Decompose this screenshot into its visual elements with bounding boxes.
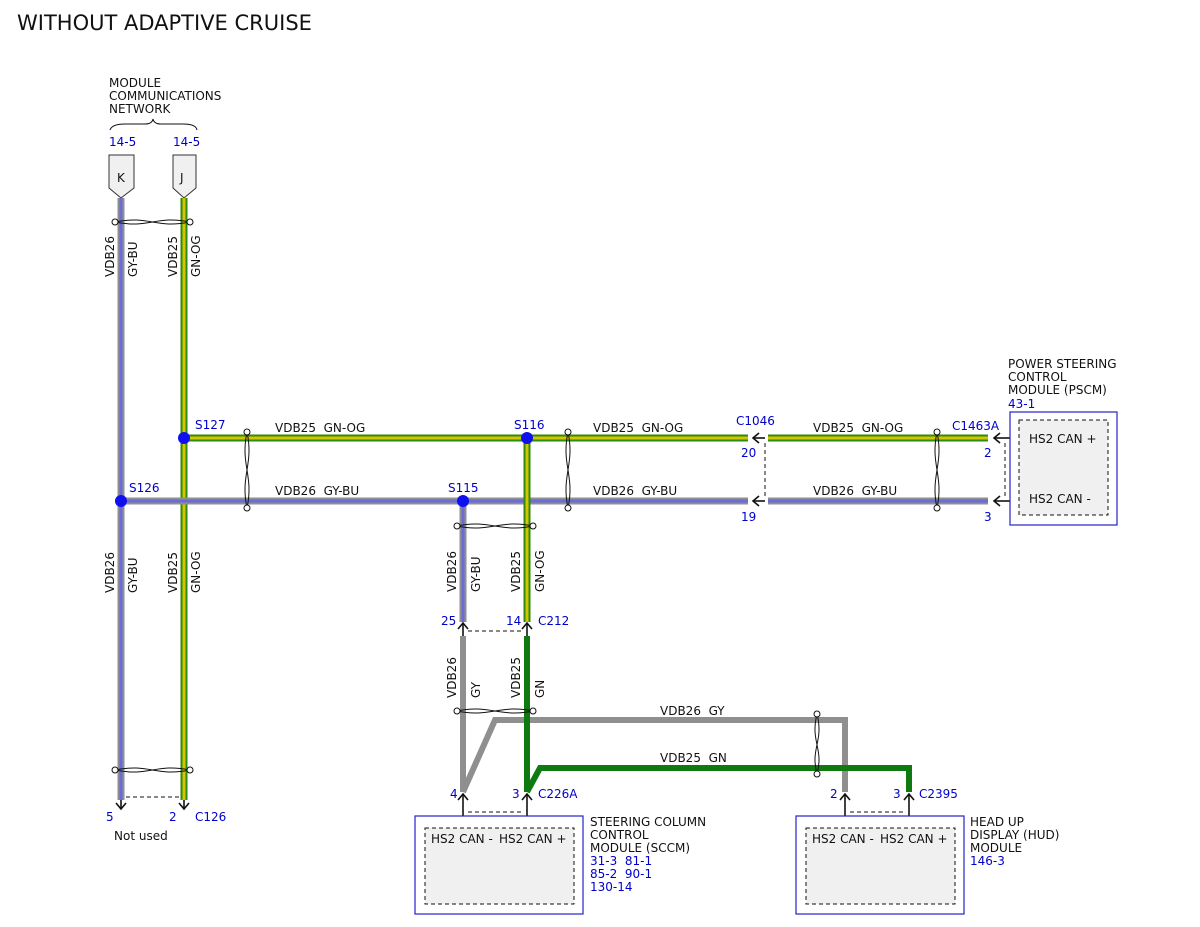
twist-c212-bottom — [456, 708, 534, 714]
twist-h-3 — [934, 431, 940, 509]
pscm-name-3: MODULE (PSCM) — [1008, 383, 1107, 397]
network-label-line-1: MODULE — [109, 76, 161, 90]
splice-s126 — [115, 495, 127, 507]
vlabel-vdb26-mid: VDB26 — [103, 552, 117, 593]
pin-j-shape — [172, 154, 197, 199]
splice-s116-label: S116 — [514, 418, 545, 432]
wire-label-vdb25-3: VDB25 GN-OG — [813, 421, 903, 435]
sccm-ref-1: 31-3 81-1 — [590, 854, 652, 868]
connector-c226a: C226A — [538, 787, 578, 801]
vlabel-gnog-top: GN-OG — [189, 235, 203, 277]
vlabel-gnog-s116: GN-OG — [533, 550, 547, 592]
twist-h-1 — [244, 431, 250, 509]
vlabel-gybu-mid: GY-BU — [126, 557, 140, 593]
sccm-inner — [424, 827, 575, 905]
pin-c1463a-gy: 3 — [984, 510, 992, 524]
network-ref-j: 14-5 — [173, 135, 200, 149]
pin-c126-gy: 5 — [106, 810, 114, 824]
vlabel-gy-lower: GY — [469, 681, 483, 698]
connector-c2395: C2395 — [919, 787, 958, 801]
sccm-ref-3: 130-14 — [590, 880, 633, 894]
hud-pin-minus: HS2 CAN - — [812, 832, 874, 846]
pin-c226a-gy: 4 — [450, 787, 458, 801]
connector-c126: C126 — [195, 810, 226, 824]
pin-c212-gn: 14 — [506, 614, 521, 628]
pscm-pin-plus: HS2 CAN + — [1029, 432, 1097, 446]
twist-bottom-left — [114, 767, 191, 773]
vlabel-vdb26-top: VDB26 — [103, 236, 117, 277]
twisted-pair-markers — [111, 218, 941, 778]
vlabel-gybu-s115: GY-BU — [469, 556, 483, 592]
wire-label-vdb25-1: VDB25 GN-OG — [275, 421, 365, 435]
hud-inner — [805, 827, 956, 905]
network-label-line-2: COMMUNICATIONS — [109, 89, 221, 103]
splice-s127 — [178, 432, 190, 444]
vlabel-vdb26-s115: VDB26 — [445, 551, 459, 592]
wire-label-vdb26-2: VDB26 GY-BU — [593, 484, 677, 498]
sccm-pin-minus: HS2 CAN - — [431, 832, 493, 846]
connector-c212: C212 — [538, 614, 569, 628]
vlabel-vdb25-lower: VDB25 — [509, 657, 523, 698]
sccm-pin-plus: HS2 CAN + — [499, 832, 567, 846]
network-label-line-3: NETWORK — [109, 102, 172, 116]
hud-name-1: HEAD UP — [970, 815, 1024, 829]
pin-c1046-gy: 19 — [741, 510, 756, 524]
vlabel-vdb25-s116: VDB25 — [509, 551, 523, 592]
pscm-inner — [1018, 419, 1109, 516]
wire-label-vdb26-3: VDB26 GY-BU — [813, 484, 897, 498]
pin-k-shape — [108, 154, 135, 199]
sccm-name-2: CONTROL — [590, 828, 649, 842]
sccm-name-1: STEERING COLUMN — [590, 815, 706, 829]
vlabel-vdb25-top: VDB25 — [166, 236, 180, 277]
connector-c1463a: C1463A — [952, 419, 1000, 433]
hud-pin-plus: HS2 CAN + — [880, 832, 948, 846]
connector-c1046: C1046 — [736, 414, 775, 428]
wire-vdb26-gy-hud — [460, 717, 848, 794]
hud-ref: 146-3 — [970, 854, 1005, 868]
wire-label-vdb25-gn: VDB25 GN — [660, 751, 727, 765]
vlabel-gnog-mid: GN-OG — [189, 551, 203, 593]
twist-h-2 — [565, 431, 571, 509]
pin-c226a-gn: 3 — [512, 787, 520, 801]
wire-vdb25-gn-hud — [524, 765, 912, 794]
pscm-name-2: CONTROL — [1008, 370, 1067, 384]
sccm-ref-2: 85-2 90-1 — [590, 867, 652, 881]
pin-j-label: J — [179, 171, 184, 185]
twist-hud — [814, 713, 820, 775]
pin-c1046-gn: 20 — [741, 446, 756, 460]
pin-c1463a-gn: 2 — [984, 446, 992, 460]
splice-s115 — [457, 495, 469, 507]
network-brace — [109, 118, 198, 131]
network-ref-k: 14-5 — [109, 135, 136, 149]
vlabel-gn-lower: GN — [533, 680, 547, 698]
splice-s126-label: S126 — [129, 481, 160, 495]
diagram-title: WITHOUT ADAPTIVE CRUISE — [17, 11, 312, 35]
wire-label-vdb25-2: VDB25 GN-OG — [593, 421, 683, 435]
vlabel-vdb26-lower: VDB26 — [445, 657, 459, 698]
splice-s127-label: S127 — [195, 418, 226, 432]
twist-c212-top — [456, 523, 534, 529]
pscm-pin-minus: HS2 CAN - — [1029, 492, 1091, 506]
splice-s115-label: S115 — [448, 481, 479, 495]
pin-c2395-gn: 3 — [893, 787, 901, 801]
hud-name-3: MODULE — [970, 841, 1022, 855]
hud-name-2: DISPLAY (HUD) — [970, 828, 1059, 842]
pscm-name-1: POWER STEERING — [1008, 357, 1117, 371]
pin-c126-gn: 2 — [169, 810, 177, 824]
pin-k-label: K — [117, 171, 126, 185]
vlabel-gybu-top: GY-BU — [126, 241, 140, 277]
sccm-name-3: MODULE (SCCM) — [590, 841, 690, 855]
vlabel-vdb25-mid: VDB25 — [166, 552, 180, 593]
wire-label-vdb26-1: VDB26 GY-BU — [275, 484, 359, 498]
connector-dashes — [126, 443, 1006, 813]
pscm-ref: 43-1 — [1008, 397, 1035, 411]
pin-c2395-gy: 2 — [830, 787, 838, 801]
not-used-label: Not used — [114, 829, 168, 843]
splice-s116 — [521, 432, 533, 444]
pin-c212-gy: 25 — [441, 614, 456, 628]
twist-top-left — [114, 219, 191, 225]
wire-label-vdb26-gy: VDB26 GY — [660, 704, 725, 718]
